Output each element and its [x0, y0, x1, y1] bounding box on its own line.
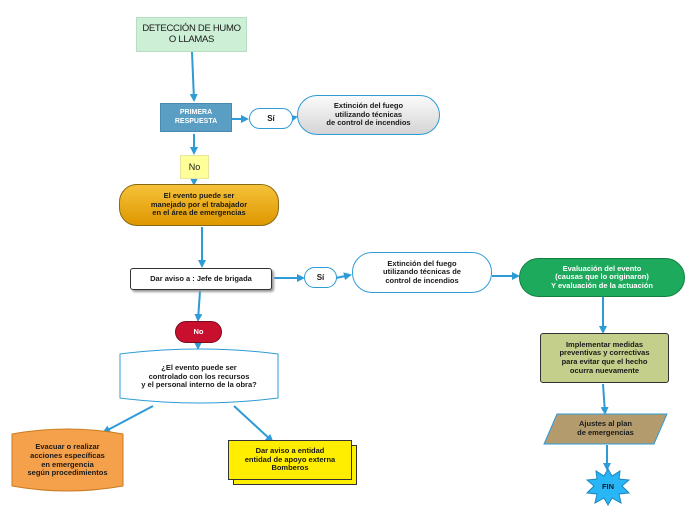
evaluacion-node: Evaluación del evento (causas que lo ori… — [519, 258, 685, 297]
no-node-2: No — [175, 321, 222, 343]
fin-node-label: FIN — [601, 481, 615, 491]
controlado-shape — [119, 348, 279, 404]
extincion-node-2: Extinción del fuego utilizando técnicas … — [352, 252, 492, 293]
manejado-node-label: El evento puede ser manejado por el trab… — [150, 191, 248, 218]
arrow-controlado-to-evacuar — [102, 405, 154, 433]
primera-respuesta-node: PRIMERA RESPUESTA — [160, 103, 232, 132]
bomberos-node: Dar aviso a entidad entidad de apoyo ext… — [228, 440, 352, 480]
evacuar-node-label: Evacuar o realizar acciones específicas … — [27, 442, 108, 478]
evacuar-node: Evacuar o realizar acciones específicas … — [11, 427, 124, 494]
fin-shape — [586, 468, 630, 506]
primera-respuesta-label: PRIMERA RESPUESTA — [174, 109, 218, 125]
no-node-1-label: No — [188, 161, 201, 172]
no-node-2-label: No — [193, 326, 204, 336]
extincion-node-1-label: Extinción del fuego utilizando técnicas … — [326, 101, 411, 128]
aviso-jefe-node-label: Dar aviso a : Jefe de brigada — [150, 273, 252, 283]
bomberos-node-label: Dar aviso a entidad entidad de apoyo ext… — [244, 446, 336, 473]
medidas-node-label: Implementar medidas preventivas y correc… — [559, 339, 650, 375]
arrow-si2-to-ext2 — [335, 272, 352, 281]
evacuar-shape — [11, 428, 124, 492]
arrow-start-to-primera — [189, 51, 198, 102]
no-node-1: No — [180, 155, 209, 179]
aviso-jefe-node: Dar aviso a : Jefe de brigada — [130, 268, 272, 290]
arrow-medidas-to-ajustes — [600, 383, 609, 415]
evaluacion-node-label: Evaluación del evento (causas que lo ori… — [551, 263, 653, 290]
arrow-controlado-to-bomberos — [233, 405, 274, 443]
si-node-2-label: Sí — [316, 272, 325, 282]
start-node: DETECCIÓN DE HUMO O LLAMAS — [136, 17, 247, 52]
si-node-1: Sí — [249, 108, 293, 129]
extincion-node-1: Extinción del fuego utilizando técnicas … — [297, 95, 440, 135]
ajustes-node: Ajustes al plan de emergencias — [543, 413, 668, 445]
controlado-node: ¿El evento puede ser controlado con los … — [119, 348, 279, 406]
manejado-node: El evento puede ser manejado por el trab… — [119, 184, 279, 226]
si-node-2: Sí — [304, 267, 337, 288]
start-node-label: DETECCIÓN DE HUMO O LLAMAS — [142, 22, 241, 45]
medidas-node: Implementar medidas preventivas y correc… — [540, 333, 669, 383]
extincion-node-2-label: Extinción del fuego utilizando técnicas … — [383, 258, 461, 285]
si-node-1-label: Sí — [267, 113, 275, 123]
fin-node: FIN — [586, 468, 630, 506]
arrow-aviso-to-no2 — [194, 290, 203, 322]
controlado-node-label: ¿El evento puede ser controlado con los … — [141, 363, 257, 390]
ajustes-shape — [543, 413, 668, 445]
ajustes-node-label: Ajustes al plan de emergencias — [577, 419, 634, 437]
